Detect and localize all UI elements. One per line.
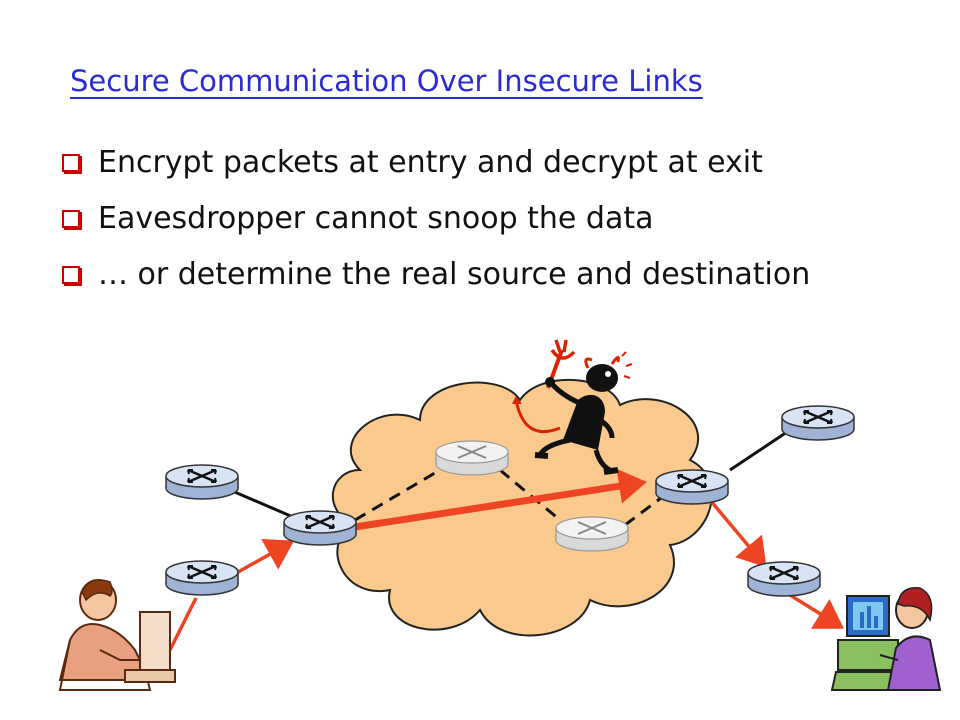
bullet-list: Encrypt packets at entry and decrypt at … — [62, 134, 810, 302]
path-arrow — [789, 593, 844, 629]
link-line — [229, 488, 301, 522]
dashed-link — [499, 468, 561, 522]
checkbox-bullet-icon — [62, 210, 80, 228]
slide-title: Secure Communication Over Insecure Links — [70, 64, 703, 98]
router-icon — [164, 463, 240, 501]
bullet-text: Encrypt packets at entry and decrypt at … — [98, 144, 763, 180]
router-icon — [746, 560, 822, 598]
devil-icon — [512, 339, 633, 475]
computer-icon — [124, 611, 176, 683]
checkbox-bullet-icon — [62, 266, 80, 284]
checkbox-bullet-icon — [62, 154, 80, 172]
dashed-link — [624, 493, 666, 527]
cloud-icon — [331, 379, 713, 637]
user-icon — [879, 587, 942, 691]
encrypted-tunnel-arrow — [354, 468, 647, 531]
router-icon — [435, 440, 509, 476]
router-icon — [654, 468, 730, 506]
bullet-text: … or determine the real source and desti… — [98, 256, 811, 292]
bullet-item: … or determine the real source and desti… — [62, 246, 810, 302]
bullet-item: Encrypt packets at entry and decrypt at … — [62, 134, 810, 190]
path-arrow — [168, 597, 198, 651]
router-icon — [555, 516, 629, 552]
router-icon — [282, 509, 358, 547]
computer-icon — [830, 595, 902, 691]
path-arrow — [708, 498, 767, 568]
bullet-item: Eavesdropper cannot snoop the data — [62, 190, 810, 246]
link-line — [729, 428, 791, 472]
router-icon — [164, 559, 240, 597]
router-icon — [780, 404, 856, 442]
dashed-link — [354, 468, 441, 522]
bullet-text: Eavesdropper cannot snoop the data — [98, 200, 654, 236]
